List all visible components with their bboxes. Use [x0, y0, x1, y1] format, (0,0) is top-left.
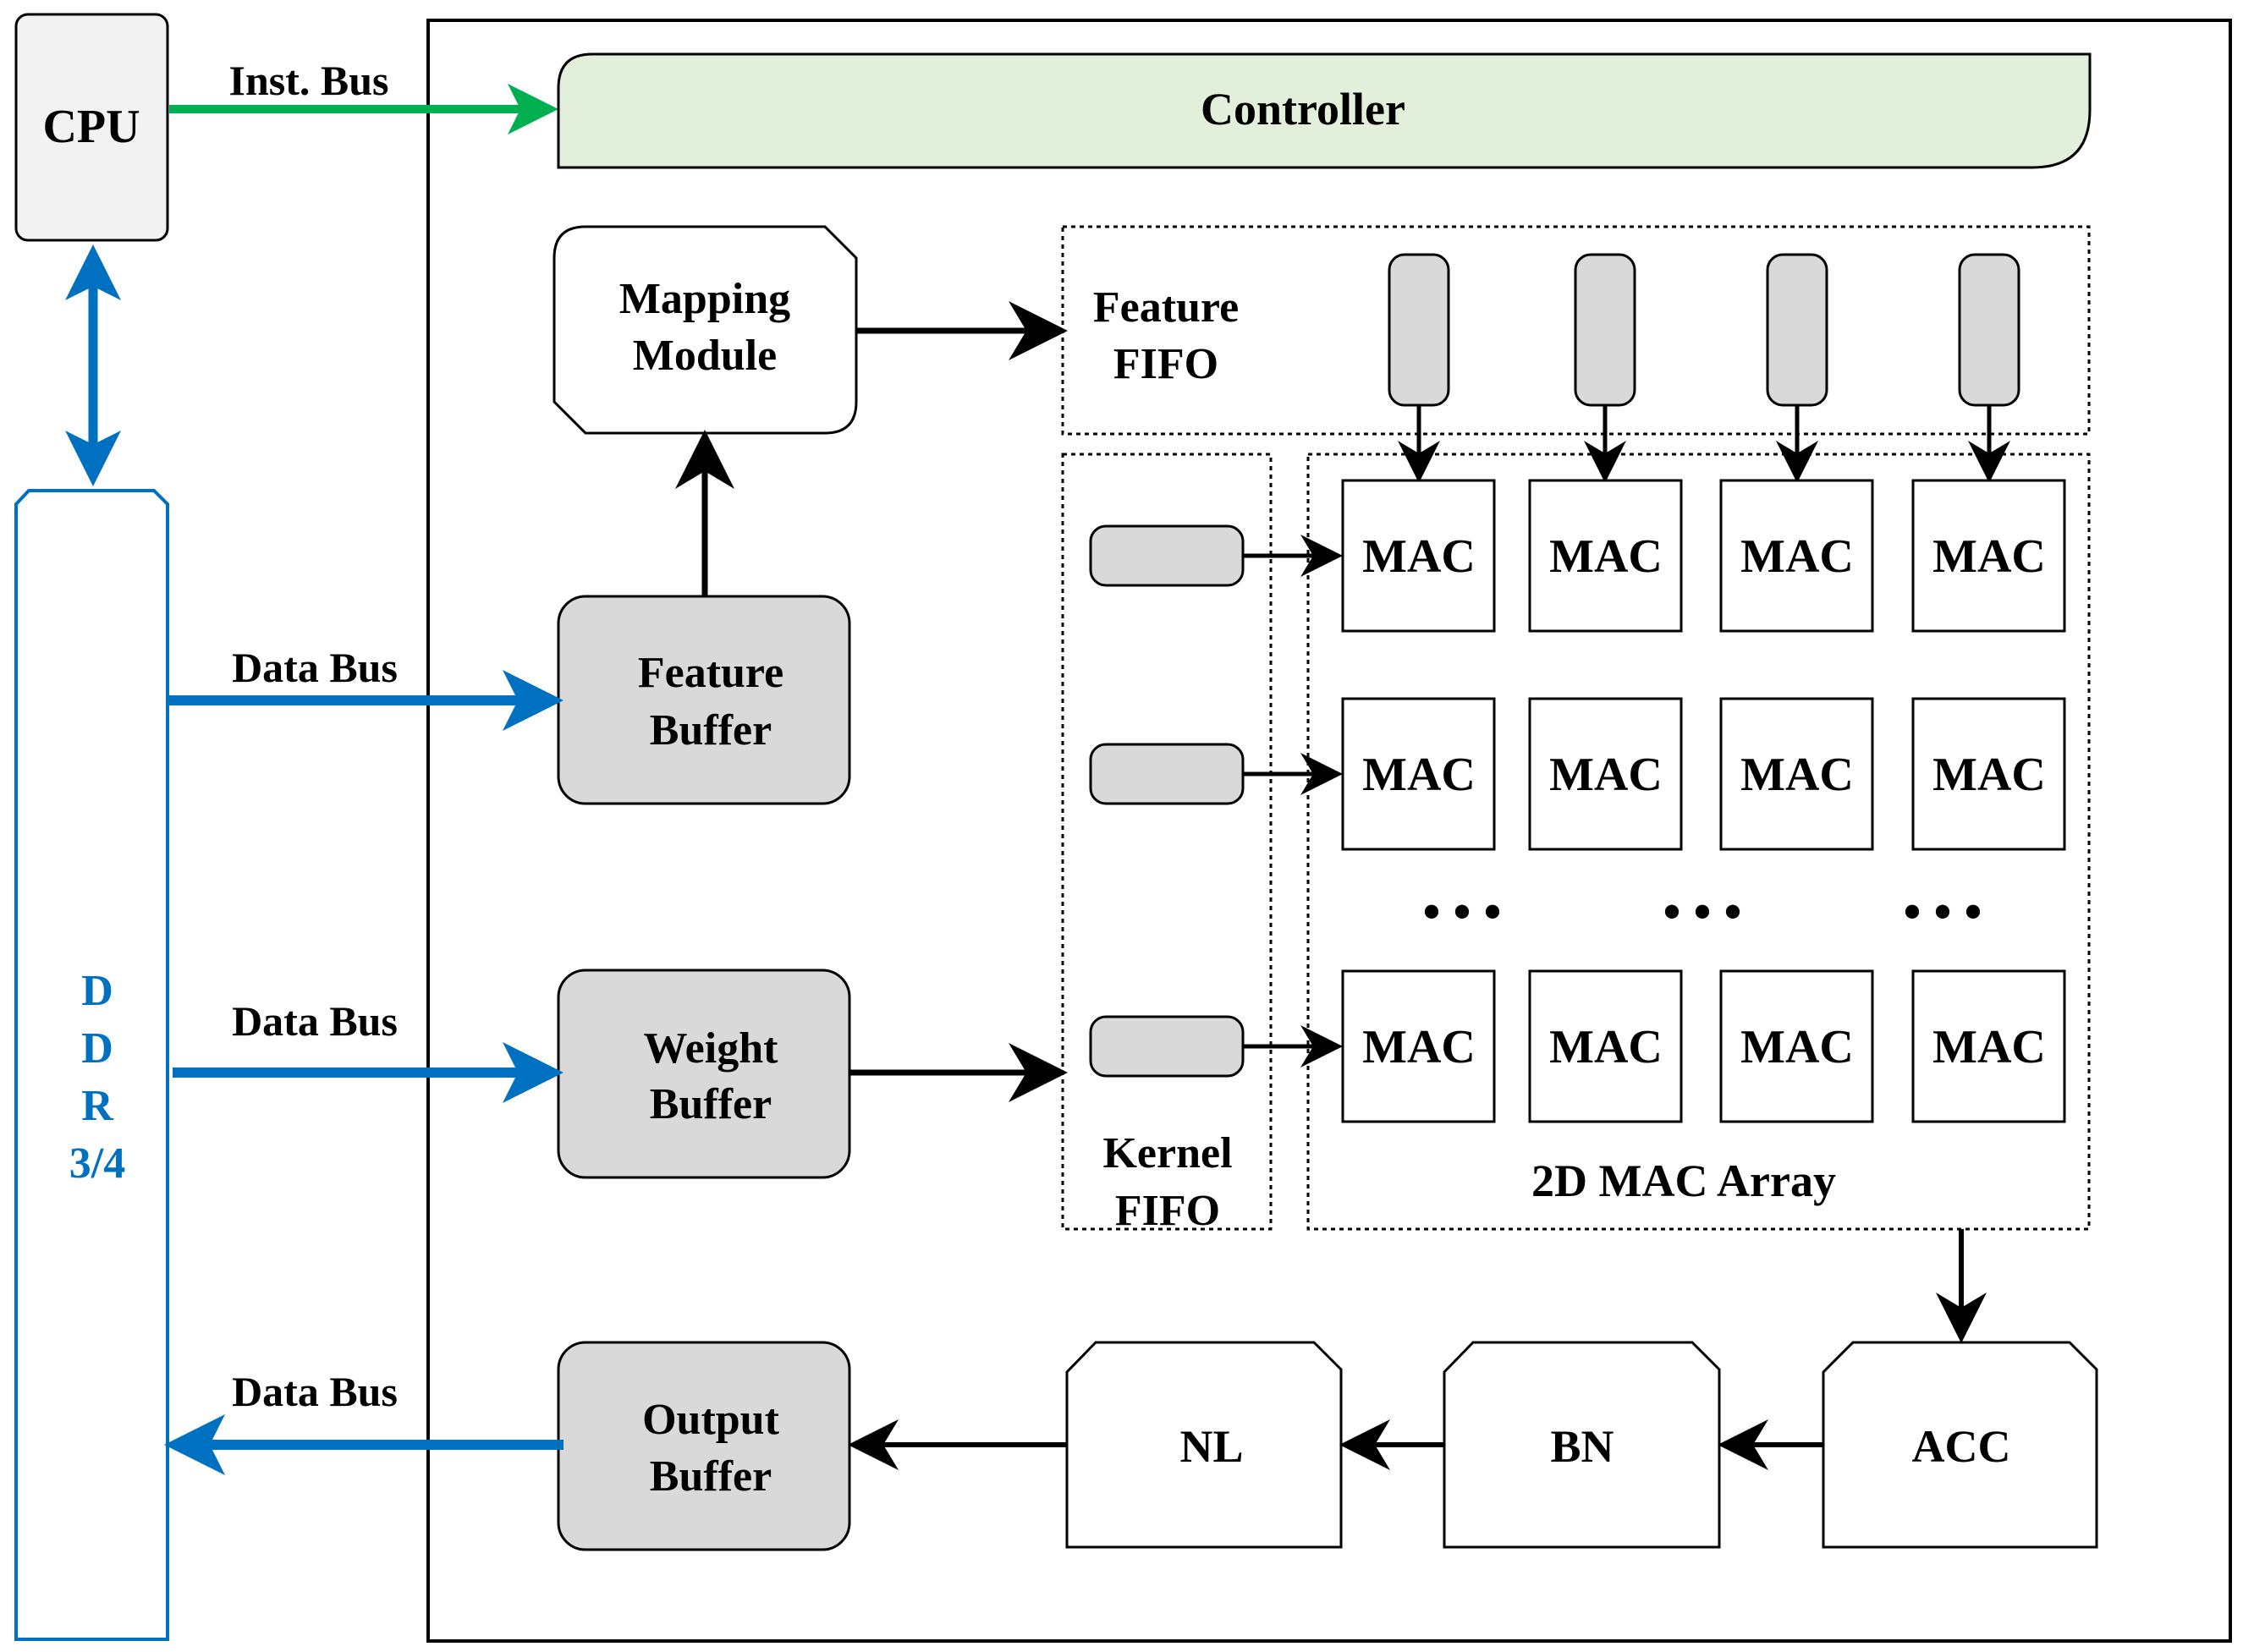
mac-ellipsis: • • • — [1422, 884, 1501, 940]
mac-array-label: 2D MAC Array — [1531, 1155, 1836, 1206]
data-bus-output-label: Data Bus — [232, 1368, 398, 1415]
mac-cell — [1911, 969, 2066, 1123]
output-buffer-label-line2: Buffer — [650, 1452, 772, 1501]
mac-cell-label: MAC — [1932, 749, 2046, 801]
bn-label: BN — [1550, 1421, 1614, 1472]
mapping-module-label-line1: Mapping — [619, 275, 790, 323]
kernel-fifo-label-line1: Kernel — [1102, 1129, 1232, 1177]
mac-cell — [1719, 479, 1874, 633]
inst-bus-label: Inst. Bus — [229, 57, 389, 104]
mac-cell — [1719, 697, 1874, 851]
mac-cell-label: MAC — [1740, 749, 1854, 801]
mapping-module-label-line2: Module — [633, 332, 777, 380]
mapping-module-block — [553, 225, 858, 435]
feature-fifo-slot — [1766, 253, 1828, 407]
output-buffer-label-line1: Output — [642, 1396, 780, 1444]
acc-label: ACC — [1912, 1421, 2011, 1472]
data-bus-feature-label: Data Bus — [232, 644, 398, 691]
data-bus-weight-label: Data Bus — [232, 997, 398, 1045]
mac-cell-label: MAC — [1740, 1021, 1854, 1073]
output-buffer-block — [557, 1341, 851, 1551]
kernel-fifo-region — [1061, 453, 1273, 1231]
feature-fifo-to-mac-arrows — [1398, 405, 2010, 483]
mac-array-region — [1306, 453, 2091, 1231]
kernel-fifo-slot — [1089, 743, 1245, 805]
mac-cell-label: MAC — [1932, 530, 2046, 583]
mac-cell — [1341, 479, 1496, 633]
mac-cell — [1719, 969, 1874, 1123]
feature-buffer-label-line1: Feature — [638, 649, 783, 697]
feature-fifo-slots — [1388, 253, 2020, 407]
cpu-block — [14, 13, 169, 242]
weight-buffer-block — [557, 969, 851, 1179]
weight-buffer-label-line2: Buffer — [650, 1080, 772, 1128]
feature-fifo-region — [1061, 225, 2091, 436]
mac-cell-label: MAC — [1740, 530, 1854, 583]
ddr-label-line1: D — [81, 967, 113, 1015]
controller-label: Controller — [1201, 84, 1405, 134]
feature-fifo-label-line2: FIFO — [1113, 340, 1218, 388]
weight-buffer-label-line1: Weight — [644, 1024, 779, 1073]
feature-fifo-slot — [1388, 253, 1450, 407]
accelerator-frame — [426, 19, 2232, 1643]
bn-block — [1443, 1341, 1721, 1549]
mac-row: MAC MAC MAC MAC — [1341, 969, 2066, 1123]
mac-cell-label: MAC — [1549, 530, 1663, 583]
mac-cell-label: MAC — [1549, 1021, 1663, 1073]
mac-ellipsis: • • • — [1663, 884, 1741, 940]
mac-cell — [1341, 697, 1496, 851]
acc-block — [1822, 1341, 2098, 1549]
ddr-block — [14, 489, 169, 1641]
ddr-label-line2: D — [81, 1024, 113, 1073]
mac-row: MAC MAC MAC MAC — [1341, 697, 2066, 851]
kernel-fifo-slot — [1089, 524, 1245, 587]
kernel-fifo-label-line2: FIFO — [1115, 1187, 1220, 1235]
mac-cell-label: MAC — [1549, 749, 1663, 801]
mac-cell — [1528, 969, 1683, 1123]
mac-cell — [1528, 479, 1683, 633]
feature-buffer-label-line2: Buffer — [650, 706, 772, 755]
feature-fifo-slot — [1574, 253, 1636, 407]
feature-buffer-block — [557, 595, 851, 805]
kernel-fifo-slots — [1089, 524, 1245, 1078]
mac-cell-label: MAC — [1932, 1021, 2046, 1073]
feature-fifo-slot — [1958, 253, 2020, 407]
kernel-fifo-slot — [1089, 1015, 1245, 1078]
nl-block — [1065, 1341, 1343, 1549]
mac-cell — [1341, 969, 1496, 1123]
kernel-fifo-to-mac-arrows — [1243, 535, 1343, 1067]
feature-fifo-label-line1: Feature — [1093, 283, 1239, 332]
mac-ellipsis: • • • — [1903, 884, 1982, 940]
mac-cell-label: MAC — [1362, 1021, 1476, 1073]
mac-cell-label: MAC — [1362, 530, 1476, 583]
nl-label: NL — [1179, 1421, 1243, 1472]
mac-ellipsis-row: • • • • • • • • • — [1422, 884, 1982, 940]
mac-cell — [1911, 697, 2066, 851]
mac-cell — [1528, 697, 1683, 851]
mac-cell — [1911, 479, 2066, 633]
controller-block — [557, 52, 2092, 169]
mac-cell-label: MAC — [1362, 749, 1476, 801]
ddr-label-line4: 3/4 — [69, 1139, 125, 1188]
mac-row: MAC MAC MAC MAC — [1341, 479, 2066, 633]
cpu-label: CPU — [42, 101, 140, 153]
ddr-label-line3: R — [81, 1082, 114, 1130]
